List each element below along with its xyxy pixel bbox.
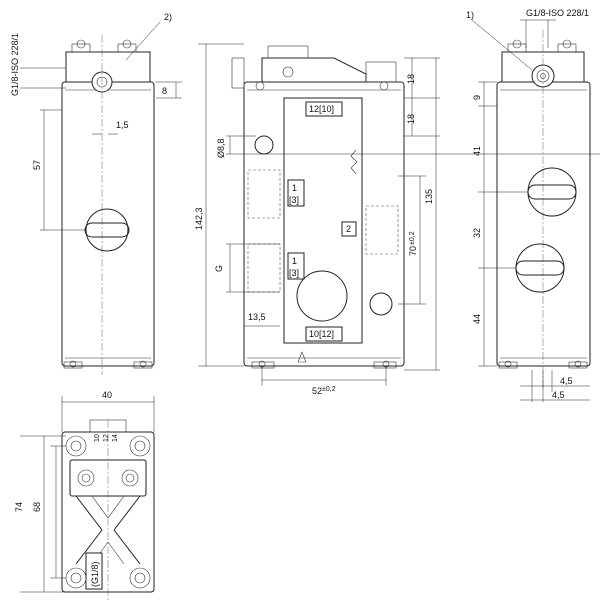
left-side-view: G1/8-ISO 228/1 2) 8 1,5 57: [10, 12, 182, 375]
dim-32-label: 32: [472, 228, 482, 238]
dim-9-label: 9: [472, 95, 482, 100]
right-thread-label: G1/8-ISO 228/1: [526, 8, 589, 18]
bottom-view: 40 74 68 10 12 14 (G1/8): [14, 390, 155, 600]
dim-13-5-label: 13,5: [248, 312, 266, 322]
dim-68-label: 68: [32, 502, 42, 512]
dim-8-label: 8: [162, 86, 167, 96]
dim-57-label: 57: [32, 160, 42, 170]
port-1-upper-alt: [3]: [289, 195, 299, 205]
left-thread-label: G1/8-ISO 228/1: [10, 33, 20, 96]
bottom-thread-label: (G1/8): [90, 561, 100, 587]
port-2-label: 2: [346, 224, 351, 234]
dim-70-label: 70±0,2: [408, 231, 418, 256]
dim-4-5-upper-label: 4,5: [560, 376, 573, 386]
dim-diameter-label: Ø8,8: [216, 138, 226, 158]
dim-74-label: 74: [14, 502, 24, 512]
dim-18-upper-label: 18: [406, 74, 416, 84]
note-2-label: 2): [164, 12, 172, 22]
dim-41-label: 41: [472, 146, 482, 156]
port-12-label: 12: [103, 434, 110, 442]
dim-44-label: 44: [472, 314, 482, 324]
dim-G-label: G: [214, 265, 224, 272]
front-view: 12[10] 10[12] 1 [3] 1 [3] 2: [194, 43, 600, 396]
port-1-lower-alt: [3]: [289, 268, 299, 278]
port-14-label: 14: [112, 434, 119, 442]
dim-52-label: 52±0,2: [312, 386, 336, 396]
port-1-lower-num: 1: [292, 256, 297, 266]
dim-1-5-label: 1,5: [116, 120, 129, 130]
note-1-label: 1): [466, 10, 474, 20]
dim-142-3-label: 142,3: [194, 207, 204, 230]
dim-135-label: 135: [424, 189, 434, 204]
dim-40-label: 40: [102, 390, 112, 400]
port-10-label: 10: [94, 434, 101, 442]
port-1-upper-num: 1: [292, 183, 297, 193]
port-12-10-label: 12[10]: [309, 104, 334, 114]
right-side-view: 1) G1/8-ISO 228/1 9 41 32 44 4,5 4,5: [466, 8, 591, 402]
dim-18-lower-label: 18: [406, 114, 416, 124]
port-10-12-label: 10[12]: [309, 329, 334, 339]
dim-4-5-lower-label: 4,5: [552, 390, 565, 400]
